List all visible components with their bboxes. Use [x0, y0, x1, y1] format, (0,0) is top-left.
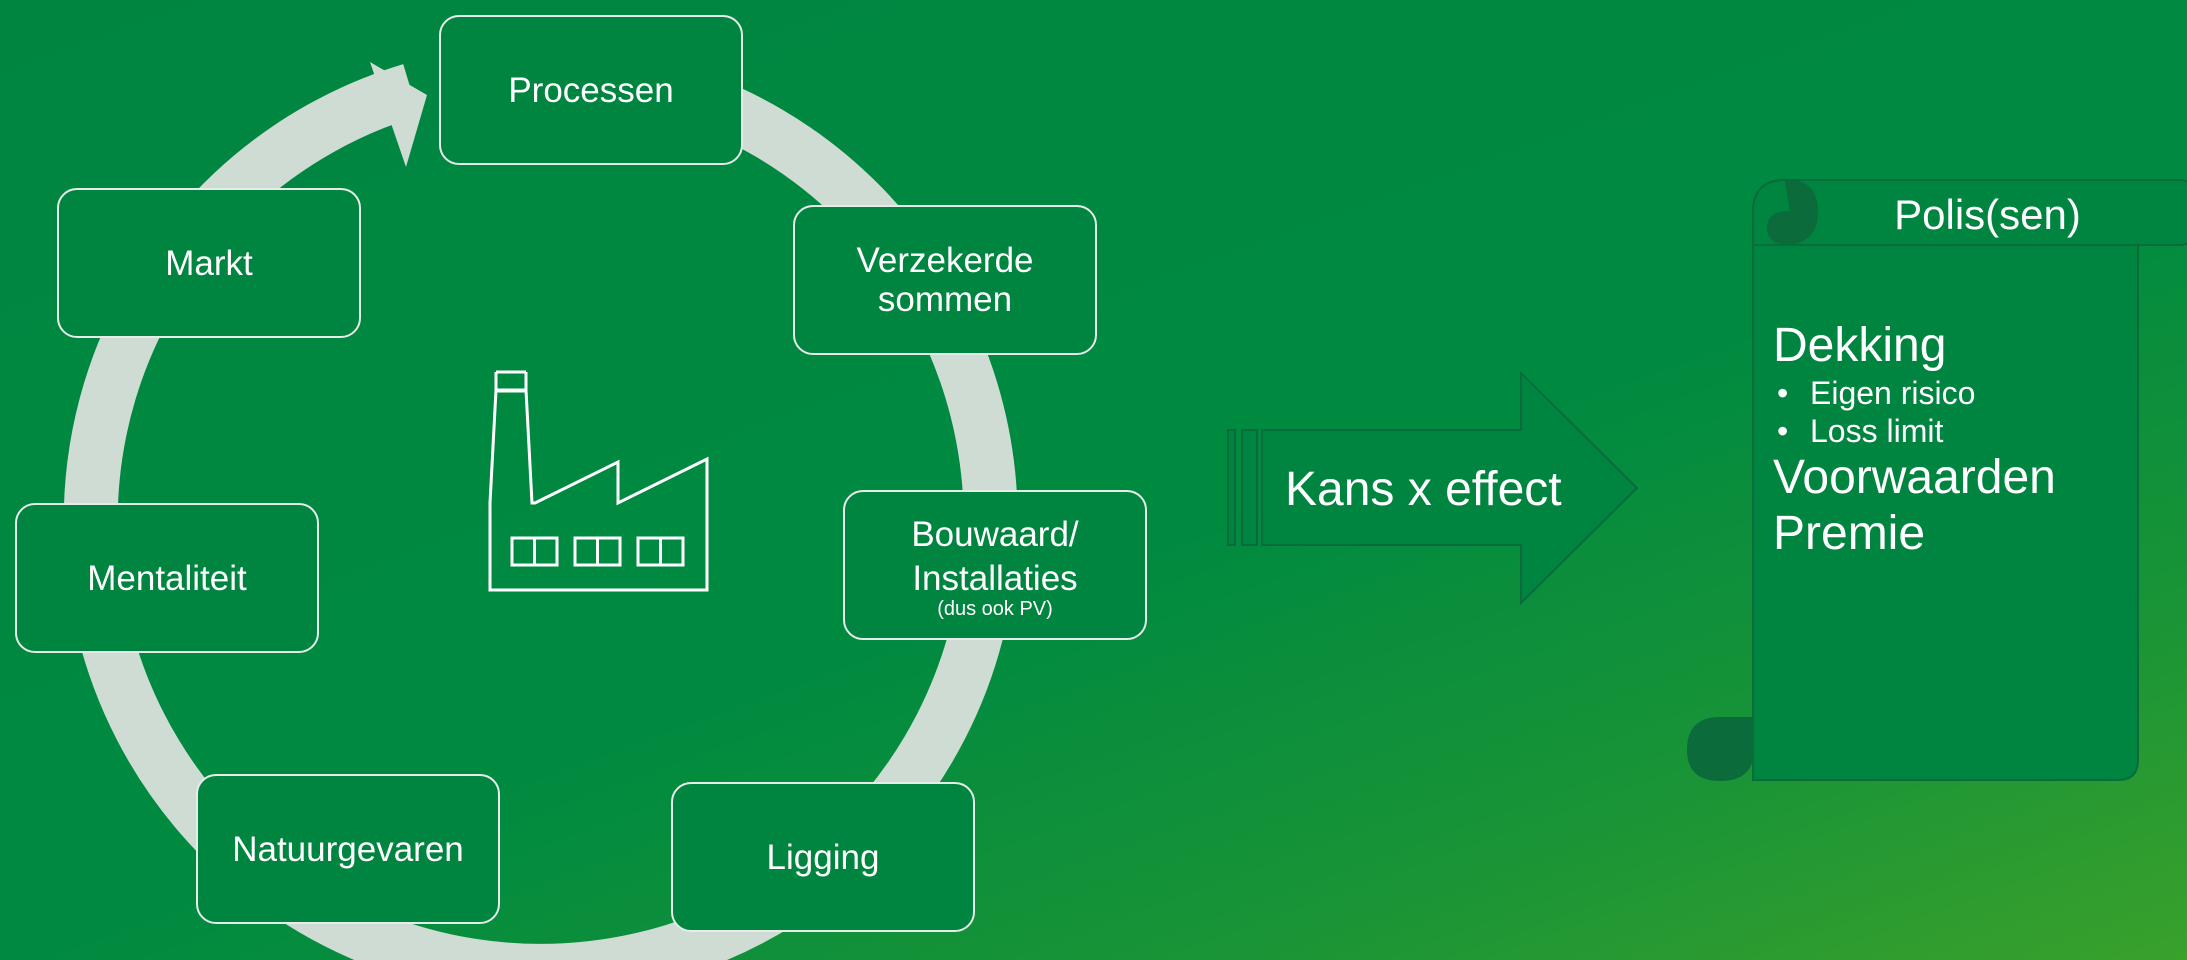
node-bouwaard-installaties: Bouwaard/ Installaties (dus ook PV): [843, 490, 1147, 640]
heading-voorwaarden: Voorwaarden: [1773, 451, 2056, 504]
node-note: (dus ook PV): [937, 597, 1053, 620]
scroll-content: Dekking Eigen risico Loss limit Voorwaar…: [1773, 318, 2103, 562]
block-arrow-right-icon: [1227, 370, 1639, 606]
bullet-item: Eigen risico: [1773, 374, 2103, 412]
bullet-list: Eigen risico Loss limit: [1773, 374, 2103, 450]
arrow-label: Kans x effect: [1285, 463, 1562, 516]
node-label: sommen: [877, 280, 1013, 319]
node-label: Ligging: [766, 837, 880, 877]
node-label: Bouwaard/: [911, 514, 1079, 554]
node-label: Installaties: [912, 558, 1078, 598]
node-processen: Processen: [439, 15, 743, 165]
node-natuurgevaren: Natuurgevaren: [196, 774, 500, 924]
node-mentaliteit: Mentaliteit: [15, 503, 319, 653]
factory-icon: [488, 370, 709, 592]
node-label: Mentaliteit: [87, 558, 247, 598]
node-ligging: Ligging: [671, 782, 975, 932]
node-label: Verzekerde: [856, 241, 1034, 280]
node-label: Natuurgevaren: [232, 829, 464, 869]
cycle-arrowhead: [370, 62, 427, 167]
heading-dekking: Dekking: [1773, 319, 1947, 372]
scroll-title: Polis(sen): [1894, 191, 2081, 238]
bullet-item: Loss limit: [1773, 412, 2103, 450]
node-verzekerde-sommen: Verzekerde sommen: [793, 205, 1097, 355]
heading-premie: Premie: [1773, 507, 1926, 560]
node-label: Processen: [508, 70, 674, 110]
node-markt: Markt: [57, 188, 361, 338]
node-label: Markt: [165, 243, 253, 283]
